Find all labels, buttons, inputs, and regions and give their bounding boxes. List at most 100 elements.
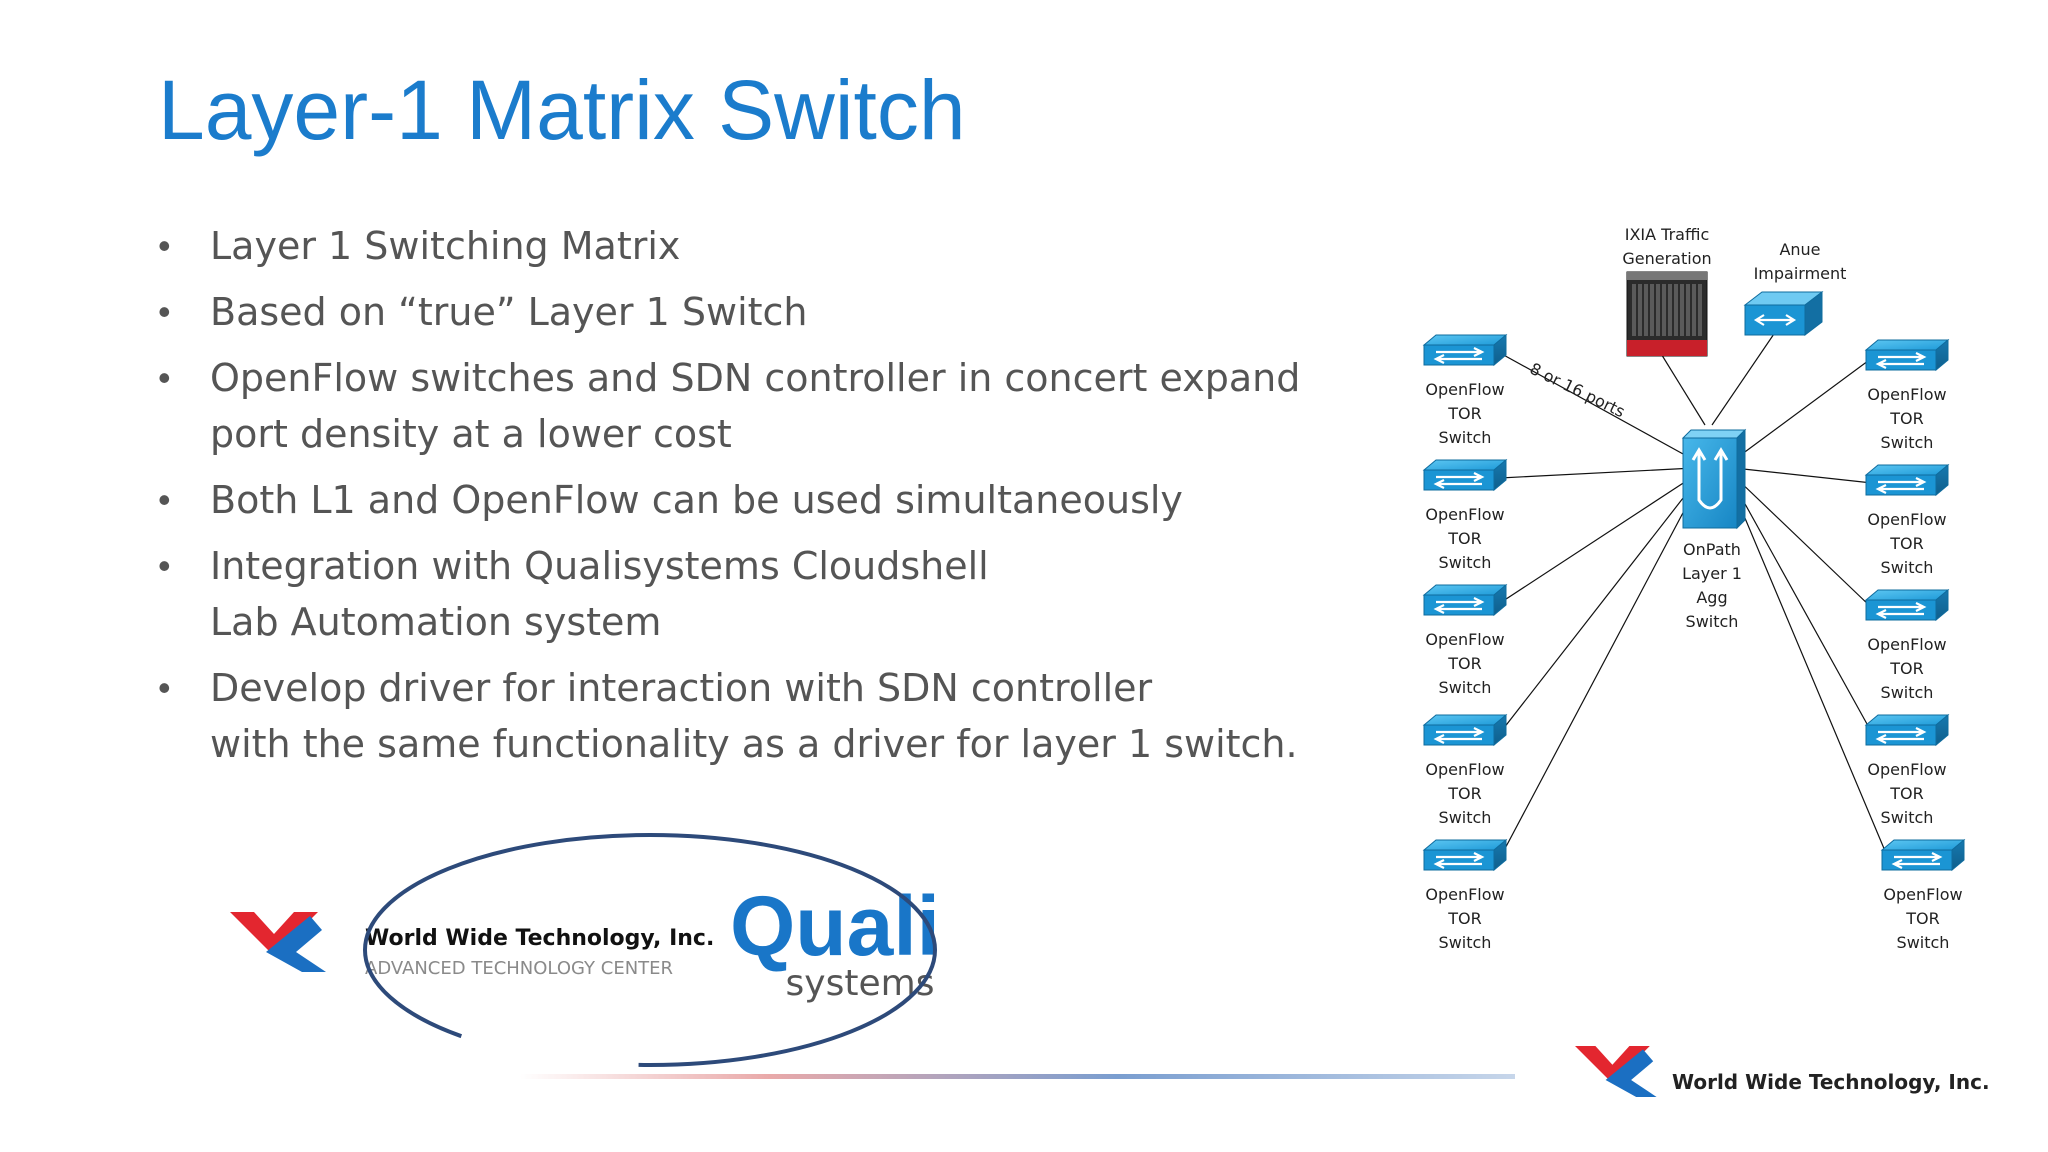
switch-front-face xyxy=(1865,474,1937,496)
switch-arrow-left xyxy=(1433,479,1482,489)
bullet-line: OpenFlow switches and SDN controller in … xyxy=(210,356,1301,400)
switch-arrow-left xyxy=(1433,859,1482,869)
bullet-text: Layer 1 Switching Matrix xyxy=(210,218,1338,274)
anue-side-face xyxy=(1804,290,1823,337)
agg-switch-label: Agg xyxy=(1696,588,1727,607)
bullet-list: •Layer 1 Switching Matrix •Based on “true… xyxy=(158,218,1338,782)
chassis-slot xyxy=(1632,284,1636,336)
switch-top-face xyxy=(1864,464,1950,476)
tor-switch-label: OpenFlow xyxy=(1425,630,1504,649)
switch-top-face xyxy=(1864,589,1950,601)
link-line xyxy=(1659,351,1706,426)
switch-arrow-right xyxy=(1436,597,1485,607)
bullet-item: •Based on “true” Layer 1 Switch xyxy=(158,284,1338,340)
switch-arrow-left xyxy=(1875,609,1924,619)
bullet-line: Integration with Qualisystems Cloudshell xyxy=(210,544,989,588)
wwt-red-chevron xyxy=(230,912,318,956)
tor-switch-label: Switch xyxy=(1439,678,1492,697)
link-line xyxy=(1711,327,1779,426)
bullet-text: Based on “true” Layer 1 Switch xyxy=(210,284,1338,340)
switch-arrow-left xyxy=(1875,484,1924,494)
tor-switch-label: OpenFlow xyxy=(1883,885,1962,904)
switch-top-face xyxy=(1422,714,1508,726)
switch-arrow-right xyxy=(1878,477,1927,487)
tor-switch-label: Switch xyxy=(1439,808,1492,827)
bullet-text: Both L1 and OpenFlow can be used simulta… xyxy=(210,472,1338,528)
tor-switch-label: Switch xyxy=(1439,428,1492,447)
chassis-red-panel xyxy=(1627,340,1707,356)
bullet-line: port density at a lower cost xyxy=(210,412,732,456)
tor-switch-label: Switch xyxy=(1881,808,1934,827)
switch-top-face xyxy=(1422,584,1508,596)
wwt-logo-mark xyxy=(230,912,326,972)
switch-side-face xyxy=(1493,838,1507,872)
bullet-item: •Layer 1 Switching Matrix xyxy=(158,218,1338,274)
switch-front-face xyxy=(1423,344,1495,366)
link-line xyxy=(1499,483,1695,734)
agg-switch-label: OnPath xyxy=(1683,540,1741,559)
switch-front-face xyxy=(1865,349,1937,371)
openflow-switch-icon xyxy=(1864,338,1950,372)
openflow-switch-icon xyxy=(1880,838,1966,872)
agg-top-face xyxy=(1681,429,1747,439)
tor-switch-label: TOR xyxy=(1889,409,1923,428)
wwt-company-name: World Wide Technology, Inc. xyxy=(365,926,714,951)
link-line xyxy=(1733,357,1873,461)
switch-side-face xyxy=(1493,713,1507,747)
tor-switch-label: Switch xyxy=(1897,933,1950,952)
switch-top-face xyxy=(1422,334,1508,346)
switch-arrow-left xyxy=(1891,859,1940,869)
wwt-logo-mark xyxy=(1575,1046,1657,1097)
bullet-line: Both L1 and OpenFlow can be used simulta… xyxy=(210,478,1183,522)
agg-arrow-head xyxy=(1691,447,1707,461)
openflow-switch-icon xyxy=(1864,463,1950,497)
anue-impairment-icon xyxy=(1743,290,1824,337)
switch-front-face xyxy=(1423,724,1495,746)
bullet-item: •OpenFlow switches and SDN controller in… xyxy=(158,350,1338,462)
tor-switch-label: OpenFlow xyxy=(1867,385,1946,404)
chassis-slot xyxy=(1662,284,1666,336)
agg-arrow-head xyxy=(1713,447,1729,461)
chassis-slot xyxy=(1686,284,1690,336)
switch-side-face xyxy=(1493,458,1507,492)
anue-label: Impairment xyxy=(1754,264,1847,283)
switch-arrow-left xyxy=(1875,734,1924,744)
switch-arrow-right xyxy=(1436,347,1485,357)
ixia-label: IXIA Traffic xyxy=(1625,225,1710,244)
tor-switch-label: TOR xyxy=(1447,404,1481,423)
switch-side-face xyxy=(1493,583,1507,617)
tor-switch-label: OpenFlow xyxy=(1425,380,1504,399)
agg-front-face xyxy=(1682,437,1738,529)
footer-divider xyxy=(520,1074,1515,1079)
chassis-slot xyxy=(1674,284,1678,336)
tor-switch-label: TOR xyxy=(1889,784,1923,803)
tor-switch-label: TOR xyxy=(1905,909,1939,928)
tor-switch-label: Switch xyxy=(1881,433,1934,452)
bullet-item: •Both L1 and OpenFlow can be used simult… xyxy=(158,472,1338,528)
wwt-red-chevron xyxy=(1575,1046,1650,1084)
anue-arrows xyxy=(1753,314,1797,326)
tor-switch-label: TOR xyxy=(1447,909,1481,928)
highlight-ellipse xyxy=(363,833,937,1067)
logo-area: World Wide Technology, Inc.ADVANCED TECH… xyxy=(230,833,1990,1097)
footer-wwt-name: World Wide Technology, Inc. xyxy=(1672,1070,1990,1094)
chassis-slot xyxy=(1698,284,1702,336)
diagram-nodes: OpenFlowTORSwitchOpenFlowTORSwitchOpenFl… xyxy=(1422,225,1966,952)
switch-side-face xyxy=(1935,338,1949,372)
bullet-line: Lab Automation system xyxy=(210,600,662,644)
bullet-text: Develop driver for interaction with SDN … xyxy=(210,660,1338,772)
switch-top-face xyxy=(1880,839,1966,851)
tor-switch-label: OpenFlow xyxy=(1867,635,1946,654)
switch-arrow-left xyxy=(1433,354,1482,364)
agg-switch-label: Switch xyxy=(1686,612,1739,631)
chassis-slot xyxy=(1644,284,1648,336)
chassis-slot xyxy=(1638,284,1642,336)
tor-switch-label: TOR xyxy=(1447,529,1481,548)
ixia-label: Generation xyxy=(1622,249,1711,268)
quali-logo-text: Quali xyxy=(730,879,940,973)
openflow-switch-icon xyxy=(1864,713,1950,747)
link-line xyxy=(1499,352,1695,461)
openflow-switch-icon xyxy=(1422,838,1508,872)
chassis-slot xyxy=(1692,284,1696,336)
tor-switch-label: Switch xyxy=(1439,933,1492,952)
